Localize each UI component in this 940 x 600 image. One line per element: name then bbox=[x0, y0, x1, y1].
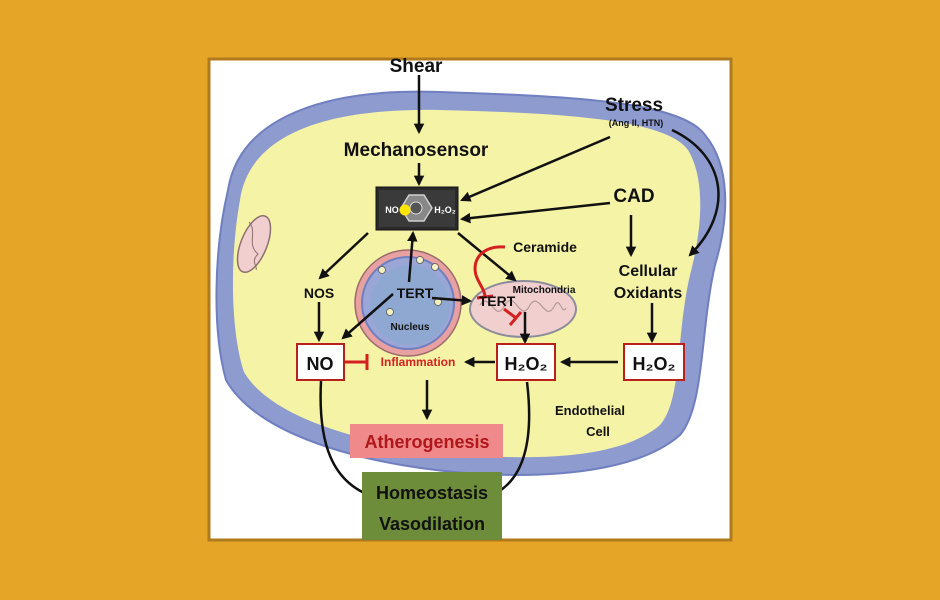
cell-cytoplasm bbox=[232, 109, 701, 458]
sensor-no-label: NO bbox=[385, 205, 399, 215]
ceramide-label: Ceramide bbox=[513, 239, 577, 255]
vasodilation-label: Vasodilation bbox=[379, 514, 485, 534]
mitochondria bbox=[469, 280, 577, 338]
arrow-tert-to-no bbox=[341, 293, 394, 340]
no-box-label: NO bbox=[307, 354, 334, 374]
h2o2-right-label: H₂O₂ bbox=[633, 354, 676, 374]
arrow-device-to-mitochondria bbox=[457, 232, 517, 282]
atherogenesis-box bbox=[350, 424, 503, 458]
arrow-stress-to-oxidants bbox=[671, 128, 720, 257]
mechanosensor-label: Mechanosensor bbox=[344, 140, 489, 161]
atherogenesis-label: Atherogenesis bbox=[364, 432, 489, 452]
sensor-indicator-light bbox=[399, 204, 411, 216]
mechanosensor-device bbox=[375, 186, 459, 231]
nucleus-label: Nucleus bbox=[391, 322, 430, 333]
stress-label: Stress bbox=[605, 95, 663, 116]
h2o2-right-box bbox=[623, 343, 685, 381]
sensor-h2o2-label: H₂O₂ bbox=[434, 205, 456, 215]
inflammation-label: Inflammation bbox=[381, 355, 456, 369]
homeostasis-box bbox=[362, 472, 502, 540]
tert-nucleus-label: TERT bbox=[397, 285, 434, 301]
arrow-tert-to-device bbox=[407, 230, 418, 283]
oxidants-label: Oxidants bbox=[614, 285, 683, 302]
small-mitochondrion bbox=[236, 215, 272, 273]
tert-mito-label: TERT bbox=[479, 293, 516, 309]
arrow-cad-to-device bbox=[459, 201, 611, 224]
stress-sub-label: (Ang II, HTN) bbox=[609, 118, 664, 128]
inhibit-ceramide-to-tert-bar bbox=[476, 294, 494, 300]
nos-label: NOS bbox=[304, 285, 334, 301]
h2o2-center-label: H₂O₂ bbox=[505, 354, 548, 374]
arrow-device-to-nos bbox=[318, 232, 369, 280]
nucleus bbox=[354, 249, 462, 357]
mitochondria-label: Mitochondria bbox=[513, 285, 576, 296]
endothelial-label: Endothelial bbox=[555, 403, 625, 418]
inhibit-tert-to-h2o2-bar bbox=[508, 311, 523, 326]
inhibit-ceramide-to-tert bbox=[473, 245, 506, 298]
h2o2-center-box bbox=[496, 343, 556, 381]
arrow-stress-to-device bbox=[460, 135, 611, 202]
cell-label: Cell bbox=[586, 424, 610, 439]
no-box bbox=[296, 343, 345, 381]
shear-label: Shear bbox=[390, 56, 443, 77]
cad-label: CAD bbox=[613, 186, 654, 207]
arrow-tert-to-tert bbox=[431, 295, 473, 306]
inhibit-tert-to-h2o2 bbox=[503, 307, 517, 320]
homeostasis-label: Homeostasis bbox=[376, 483, 488, 503]
cellular-label: Cellular bbox=[619, 263, 678, 280]
